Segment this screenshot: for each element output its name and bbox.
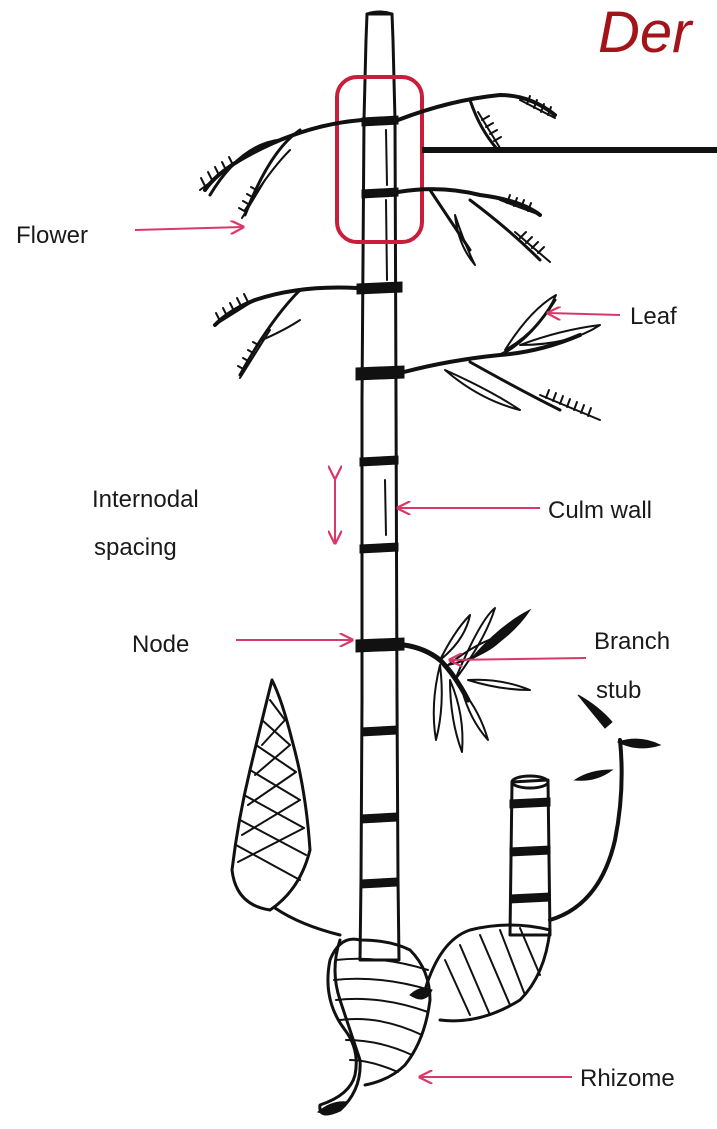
side-culm (510, 695, 660, 935)
pointer-leaf (548, 313, 620, 315)
label-flower: Flower (16, 222, 88, 249)
culm (356, 12, 404, 960)
label-flower-group: Flower (16, 222, 243, 249)
label-rhizome: Rhizome (580, 1065, 675, 1092)
highlight-box (337, 77, 422, 242)
bamboo-shoot (232, 680, 340, 935)
label-internodal-group: Internodal spacing (92, 478, 335, 561)
label-branch-line1: Branch (594, 628, 670, 655)
label-culm-wall: Culm wall (548, 497, 652, 524)
rhizome (318, 925, 550, 1114)
label-branch-stub-group: Branch stub (450, 628, 670, 704)
label-branch-line2: stub (596, 677, 641, 704)
label-rhizome-group: Rhizome (420, 1065, 675, 1092)
diagram-title: Der (598, 0, 694, 65)
label-internodal-line2: spacing (94, 534, 177, 561)
label-node: Node (132, 631, 189, 658)
label-leaf: Leaf (630, 303, 677, 330)
label-leaf-group: Leaf (548, 303, 677, 330)
label-internodal-line1: Internodal (92, 486, 199, 513)
pointer-flower (135, 227, 243, 230)
branch-stub (404, 608, 530, 752)
label-culm-wall-group: Culm wall (398, 497, 652, 524)
label-node-group: Node (132, 631, 352, 658)
mid-left-branch (215, 288, 357, 379)
